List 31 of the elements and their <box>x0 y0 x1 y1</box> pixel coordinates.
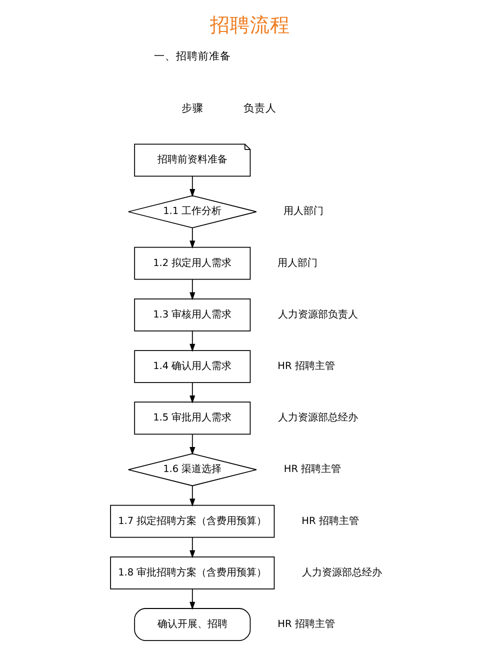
node-box: 1.3 审核用人需求 <box>134 298 251 332</box>
label: 一、招聘前准备 <box>154 50 231 63</box>
arrow <box>190 227 196 249</box>
arrow <box>190 588 196 610</box>
node-label: HR 招聘主管 <box>284 464 342 476</box>
node-box: 1.7 拟定招聘方案（含费用预算） <box>110 504 275 538</box>
node-label: HR 招聘主管 <box>302 516 359 527</box>
node-box: 1.8 审批招聘方案（含费用预算） <box>110 556 275 590</box>
node-label: 用人部门 <box>277 258 318 269</box>
diagram-title: 招聘流程 <box>210 14 290 37</box>
node-box: 1.5 审批用人需求 <box>134 402 251 435</box>
arrow <box>190 330 196 352</box>
node-label: 人力资源部负责人 <box>278 309 358 320</box>
label: 步骤 <box>181 101 204 114</box>
arrow <box>190 382 196 404</box>
node-label: 人力资源部总经办 <box>278 412 358 424</box>
node-diamond: 1.1 工作分析 <box>128 195 257 228</box>
node-label: HR 招聘主管 <box>278 619 335 630</box>
node-label: 用人部门 <box>284 206 324 218</box>
node-label: 人力资源部总经办 <box>302 567 382 578</box>
node-box: 1.4 确认用人需求 <box>134 350 251 383</box>
node-box: 1.2 拟定用人需求 <box>134 246 251 280</box>
node-box: 确认开展、招聘 <box>134 608 251 641</box>
arrow <box>190 485 196 507</box>
arrow <box>190 536 196 558</box>
node-diamond: 1.6 渠道选择 <box>128 453 257 486</box>
node-label: HR 招聘主管 <box>278 361 335 372</box>
arrow <box>190 279 196 300</box>
label: 负责人 <box>244 101 277 114</box>
arrow <box>190 176 196 198</box>
arrow <box>190 434 196 456</box>
